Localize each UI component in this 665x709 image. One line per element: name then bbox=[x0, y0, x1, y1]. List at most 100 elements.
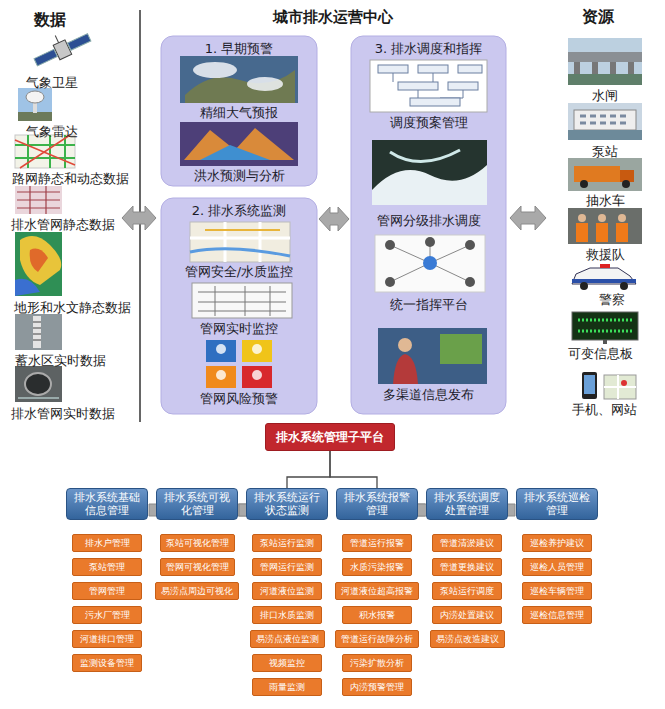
box-text: 排水户管理 bbox=[85, 538, 130, 548]
sluice-photo bbox=[568, 38, 642, 85]
function-box: 泵站运行调度 bbox=[432, 582, 502, 600]
item-label: 抽水车 bbox=[586, 193, 625, 208]
solar-panel bbox=[68, 34, 91, 51]
box-text: 巡检信息管理 bbox=[530, 610, 584, 620]
item-label: 气象卫星 bbox=[26, 75, 78, 90]
flow-step bbox=[448, 82, 478, 90]
truck-photo bbox=[568, 158, 642, 191]
item-label: 地形和水文静态数据 bbox=[14, 300, 131, 315]
text-holder: 调度预案管理 bbox=[350, 115, 507, 130]
box-text: 泵站可视化管理 bbox=[166, 538, 229, 548]
map-river bbox=[190, 249, 290, 256]
function-box: 泵站可视化管理 bbox=[160, 534, 235, 552]
function-box: 泵站管理 bbox=[72, 558, 142, 576]
panel-caption: 管网风险预警 bbox=[200, 391, 278, 406]
text-holder: 1. 早期预警 bbox=[160, 41, 318, 56]
flood-water bbox=[200, 145, 270, 160]
function-box: 污水厂管理 bbox=[72, 606, 142, 624]
text-holder: 管网安全/水质监控 bbox=[160, 264, 318, 279]
box-text: 管道运行故障分析 bbox=[341, 634, 413, 644]
warning-sign bbox=[206, 366, 236, 388]
box-text: 管网运行监测 bbox=[260, 562, 314, 572]
car-wheel bbox=[620, 282, 628, 290]
box-text: 管道清淤建议 bbox=[440, 538, 494, 548]
plan-flowchart bbox=[370, 60, 487, 112]
panel-outline bbox=[351, 36, 506, 414]
flow-step bbox=[418, 65, 448, 73]
connector-line bbox=[287, 451, 330, 488]
section-title: 城市排水运营中心 bbox=[273, 8, 393, 26]
section-title: 数据 bbox=[34, 10, 66, 29]
function-box: 管网运行监测 bbox=[252, 558, 322, 576]
pipe-edge bbox=[18, 397, 59, 399]
box-text: 易涝点液位监测 bbox=[256, 634, 319, 644]
label-holder: 蓄水区实时数据 bbox=[15, 353, 106, 369]
item-label: 排水管网静态数据 bbox=[11, 217, 115, 232]
reservoir-photo bbox=[15, 314, 62, 350]
box-text: 内涝预警管理 bbox=[350, 682, 404, 692]
panel-shape bbox=[160, 197, 318, 415]
function-box: 积水报警 bbox=[342, 606, 412, 624]
terrain-zone bbox=[30, 249, 48, 272]
panel-caption: 多渠道信息发布 bbox=[383, 387, 474, 402]
box-text: 巡检养护建议 bbox=[530, 538, 584, 548]
warning-symbol bbox=[252, 370, 262, 380]
label-holder: 气象卫星 bbox=[26, 75, 78, 91]
item-label: 蓄水区实时数据 bbox=[15, 353, 106, 368]
item-label: 气象雷达 bbox=[26, 124, 78, 139]
panel-heading: 3. 排水调度和指挥 bbox=[375, 41, 483, 56]
truck-wheel bbox=[580, 180, 588, 188]
network-node bbox=[465, 277, 475, 287]
rescuer-vest bbox=[616, 223, 628, 242]
sluice-pier bbox=[610, 62, 616, 76]
radar-dish bbox=[26, 91, 44, 103]
label-holder: 数据 bbox=[34, 12, 66, 29]
monitor-map bbox=[190, 222, 290, 262]
module-box: 排水系统运行状态监测 bbox=[246, 488, 328, 520]
label-holder: 水闸 bbox=[592, 88, 618, 104]
terrain-zone bbox=[20, 236, 61, 285]
rescuer-vest bbox=[596, 223, 608, 242]
weather-image bbox=[180, 56, 298, 103]
box-text: 排水系统基础信息管理 bbox=[72, 491, 142, 517]
item-label: 警察 bbox=[599, 292, 625, 307]
warning-symbol bbox=[252, 344, 262, 354]
text-holder: 管网实时监控 bbox=[160, 321, 318, 336]
sluice-pier bbox=[628, 62, 634, 76]
label-holder: 排水管网静态数据 bbox=[11, 217, 115, 233]
flow-step bbox=[398, 82, 438, 90]
box-text: 监测设备管理 bbox=[80, 658, 134, 668]
function-box: 内涝处置建议 bbox=[432, 606, 502, 624]
box-text: 管道更换建议 bbox=[440, 562, 494, 572]
module-box: 排水系统可视化管理 bbox=[156, 488, 238, 520]
box-text: 易涝点周边可视化 bbox=[161, 586, 233, 596]
discharge-photo bbox=[372, 140, 487, 205]
panel-heading: 1. 早期预警 bbox=[205, 41, 274, 56]
flood-model-image bbox=[180, 122, 298, 166]
function-box: 巡检人员管理 bbox=[522, 558, 592, 576]
road-lines bbox=[15, 135, 75, 168]
phone-icon bbox=[582, 372, 597, 399]
double-arrow bbox=[510, 206, 546, 230]
phone-screen bbox=[584, 375, 595, 394]
box-text: 排水系统管理子平台 bbox=[276, 430, 384, 444]
text-holder: 管网分级排水调度 bbox=[350, 213, 507, 228]
stage-panel: 2. 排水系统监测管网安全/水质监控管网实时监控管网风险预警 bbox=[160, 197, 318, 415]
map-roads bbox=[604, 375, 636, 399]
board-pole bbox=[603, 340, 607, 344]
panel-caption: 统一指挥平台 bbox=[390, 297, 468, 312]
panel-outline bbox=[161, 36, 317, 186]
function-box: 监测设备管理 bbox=[72, 654, 142, 672]
radar-photo bbox=[18, 88, 52, 121]
command-network bbox=[375, 235, 485, 292]
text-holder: 精细大气预报 bbox=[160, 105, 318, 120]
label-holder: 抽水车 bbox=[586, 193, 625, 209]
function-box: 管网管理 bbox=[72, 582, 142, 600]
broadcast-photo bbox=[378, 328, 487, 384]
box-text: 视频监控 bbox=[269, 658, 305, 668]
road-map bbox=[15, 135, 75, 168]
presenter-body bbox=[393, 354, 418, 384]
box-text: 排水系统可视化管理 bbox=[162, 491, 232, 517]
pipe-map bbox=[15, 186, 62, 214]
